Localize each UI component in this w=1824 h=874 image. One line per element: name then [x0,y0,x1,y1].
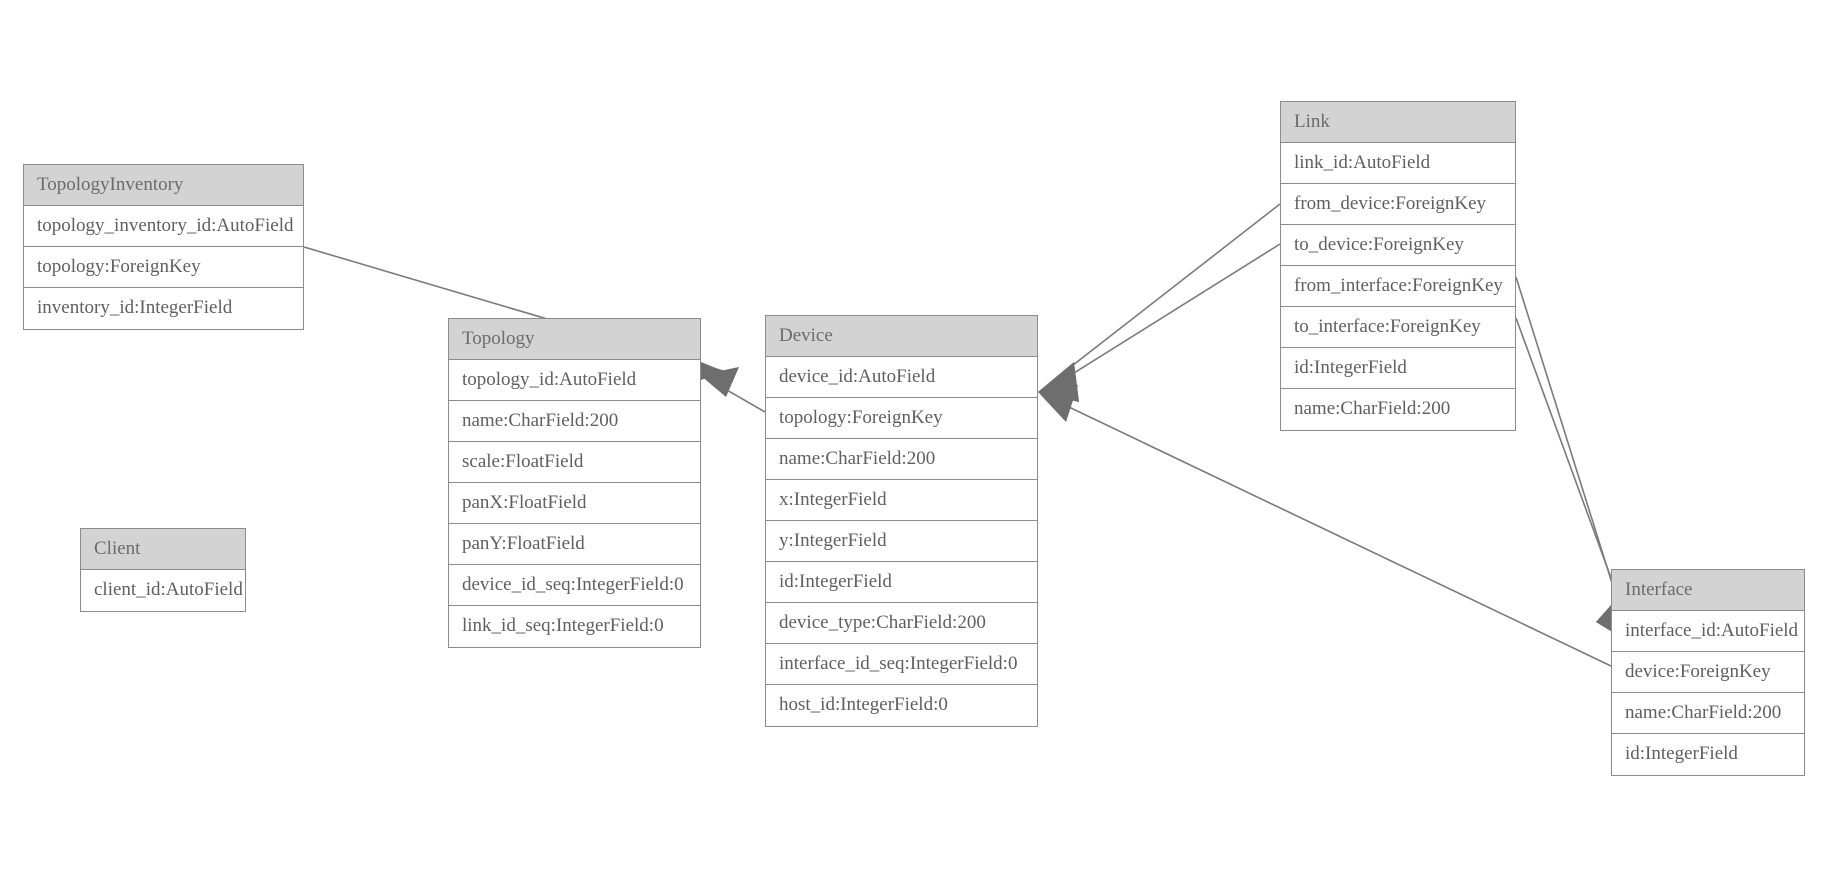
entity-field-row[interactable]: interface_id:AutoField [1612,611,1804,652]
entity-title-interface: Interface [1612,570,1804,611]
entity-field-row[interactable]: device_id_seq:IntegerField:0 [449,565,700,606]
entity-title-topology: Topology [449,319,700,360]
relation-line [1049,203,1281,384]
entity-field-row[interactable]: x:IntegerField [766,480,1037,521]
entity-field-row[interactable]: topology:ForeignKey [24,247,303,288]
entity-field-row[interactable]: client_id:AutoField [81,570,245,611]
entity-field-row[interactable]: device:ForeignKey [1612,652,1804,693]
relation-arrowhead-icon [1038,362,1079,402]
entity-field-row[interactable]: name:CharField:200 [766,439,1037,480]
entity-title-device: Device [766,316,1037,357]
entity-field-row[interactable]: y:IntegerField [766,521,1037,562]
relation-arrowhead-icon [1038,362,1079,402]
relation-line [1049,397,1612,667]
entity-field-row[interactable]: name:CharField:200 [1612,693,1804,734]
entity-field-row[interactable]: to_interface:ForeignKey [1281,307,1515,348]
relation-device-topology: Device.topology:ForeignKey → Topology.to… [700,367,766,413]
entity-field-row[interactable]: name:CharField:200 [449,401,700,442]
entity-field-row[interactable]: host_id:IntegerField:0 [766,685,1037,726]
entity-field-row[interactable]: link_id:AutoField [1281,143,1515,184]
entity-field-row[interactable]: to_device:ForeignKey [1281,225,1515,266]
entity-field-row[interactable]: id:IntegerField [1612,734,1804,775]
entity-field-row[interactable]: id:IntegerField [1281,348,1515,389]
entity-title-client: Client [81,529,245,570]
relation-line [1049,243,1281,389]
relation-line [705,377,766,413]
entity-field-row[interactable]: from_interface:ForeignKey [1281,266,1515,307]
entity-field-row[interactable]: panX:FloatField [449,483,700,524]
entity-field-row[interactable]: device_id:AutoField [766,357,1037,398]
entity-title-topologyinventory: TopologyInventory [24,165,303,206]
entity-field-row[interactable]: id:IntegerField [766,562,1037,603]
relation-arrowhead-icon [700,367,739,397]
entity-field-row[interactable]: panY:FloatField [449,524,700,565]
entity-field-row[interactable]: scale:FloatField [449,442,700,483]
entity-field-row[interactable]: inventory_id:IntegerField [24,288,303,329]
entity-field-row[interactable]: interface_id_seq:IntegerField:0 [766,644,1037,685]
entity-field-row[interactable]: from_device:ForeignKey [1281,184,1515,225]
relation-link-from-device: Link.from_device:ForeignKey → Device.dev… [1038,203,1281,402]
entity-field-row[interactable]: topology_id:AutoField [449,360,700,401]
entity-field-row[interactable]: link_id_seq:IntegerField:0 [449,606,700,647]
entity-title-link: Link [1281,102,1515,143]
entity-field-row[interactable]: device_type:CharField:200 [766,603,1037,644]
entity-field-row[interactable]: topology:ForeignKey [766,398,1037,439]
entity-field-row[interactable]: name:CharField:200 [1281,389,1515,430]
entity-field-row[interactable]: topology_inventory_id:AutoField [24,206,303,247]
relation-link-to-device: Link.to_device:ForeignKey → Device.devic… [1038,243,1281,402]
relation-arrowhead-icon [1038,385,1078,422]
